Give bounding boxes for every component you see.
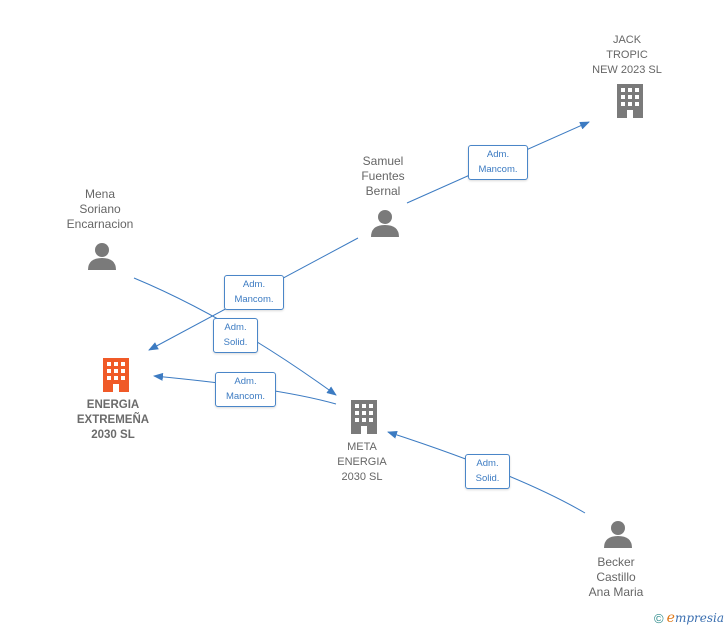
building-icon[interactable] — [614, 84, 646, 118]
building-icon[interactable] — [100, 358, 132, 392]
person-icon[interactable] — [371, 209, 399, 237]
node-label-mena-soriano-encarnacion[interactable]: Mena Soriano Encarnacion — [66, 187, 134, 231]
edge-badge-meta-energia[interactable]: Adm. Mancom. — [215, 372, 276, 407]
edge-badge-becker-meta[interactable]: Adm. Solid. — [465, 454, 510, 489]
badge-line-type: Mancom. — [234, 294, 274, 305]
brand-rest: mpresia — [674, 611, 724, 625]
person-icon[interactable] — [88, 242, 116, 270]
badge-line-type: Solid. — [475, 473, 500, 484]
badge-line-role: Adm. — [476, 458, 499, 469]
badge-line-role: Adm. — [234, 376, 257, 387]
badge-line-type: Solid. — [223, 337, 248, 348]
badge-line-type: Mancom. — [225, 391, 266, 402]
edge-badge-samuel-jack[interactable]: Adm. Mancom. — [468, 145, 528, 180]
building-icon[interactable] — [348, 400, 380, 434]
edge-badge-samuel-energia[interactable]: Adm. Mancom. — [224, 275, 284, 310]
node-label-becker-castillo-ana-maria[interactable]: Becker Castillo Ana Maria — [588, 555, 644, 599]
node-label-meta-energia[interactable]: META ENERGIA 2030 SL — [337, 441, 387, 483]
edge-badge-mena-meta[interactable]: Adm. Solid. — [213, 318, 258, 353]
node-label-jack-tropic[interactable]: JACK TROPIC NEW 2023 SL — [592, 34, 662, 76]
node-label-samuel-fuentes-bernal[interactable]: Samuel Fuentes Bernal — [361, 154, 405, 198]
badge-line-type: Mancom. — [478, 164, 518, 175]
node-label-energia-extremena[interactable]: ENERGIA EXTREMEÑA 2030 SL — [76, 399, 150, 441]
badge-line-role: Adm. — [224, 322, 247, 333]
brand-initial: e — [666, 610, 675, 626]
copyright-icon: © — [654, 610, 664, 626]
empresia-logo: empresia — [667, 610, 724, 626]
person-icon[interactable] — [604, 520, 632, 548]
badge-line-role: Adm. — [486, 149, 510, 160]
footer-brand: © empresia — [654, 610, 724, 626]
badge-line-role: Adm. — [242, 279, 266, 290]
